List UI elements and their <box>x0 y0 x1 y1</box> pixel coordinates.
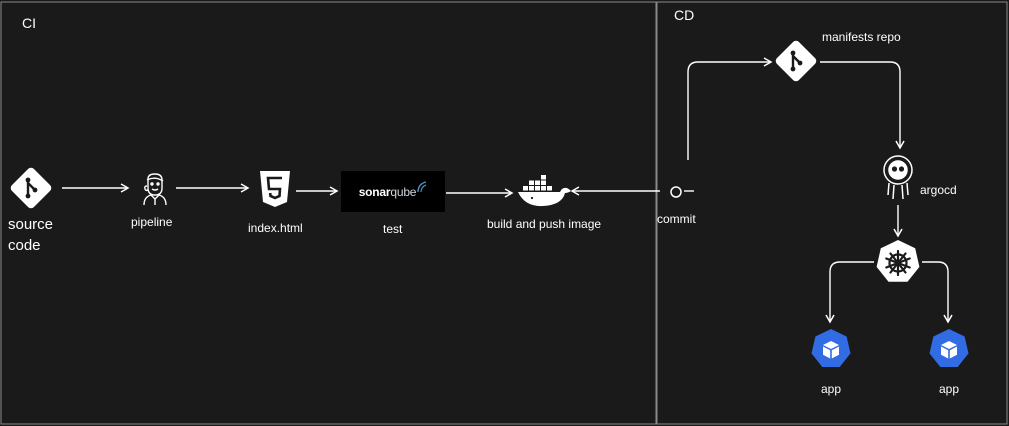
html5-icon <box>258 170 292 208</box>
jenkins-icon <box>139 172 171 206</box>
argocd-label: argocd <box>920 183 957 197</box>
sonarqube-logo-text-bold: sonar <box>358 184 391 199</box>
arrow-manifests-to-argocd <box>820 61 905 150</box>
cd-frame <box>656 1 1008 425</box>
git-icon-manifests <box>774 39 818 83</box>
app-right-label: app <box>939 382 960 396</box>
ci-frame <box>0 1 657 425</box>
argocd-icon <box>881 153 915 203</box>
index-html-label: index.html <box>248 221 303 235</box>
commit-icon <box>668 184 684 200</box>
pipeline-label: pipeline <box>131 215 173 229</box>
k8s-pod-icon-left <box>810 328 852 370</box>
manifests-repo-label: manifests repo <box>822 30 901 44</box>
ci-section-title: CI <box>22 15 36 31</box>
source-code-label-line2: code <box>8 237 41 254</box>
test-label: test <box>383 222 403 236</box>
arrow-kubernetes-to-app-right <box>922 261 953 324</box>
k8s-pod-icon-right <box>928 328 970 370</box>
commit-label: commit <box>657 212 696 226</box>
sonarqube-logo-text-light: qube <box>390 184 417 199</box>
source-code-label-line1: source <box>8 216 54 233</box>
cd-section-title: CD <box>674 7 695 23</box>
app-left-label: app <box>821 382 842 396</box>
sonarqube-waves-icon <box>417 180 427 192</box>
docker-icon <box>516 174 572 208</box>
build-label: build and push image <box>487 217 602 231</box>
git-icon <box>9 166 53 210</box>
arrow-kubernetes-to-app-left <box>825 261 874 324</box>
arrow-commit-to-manifests <box>687 57 773 160</box>
kubernetes-icon <box>874 238 922 286</box>
